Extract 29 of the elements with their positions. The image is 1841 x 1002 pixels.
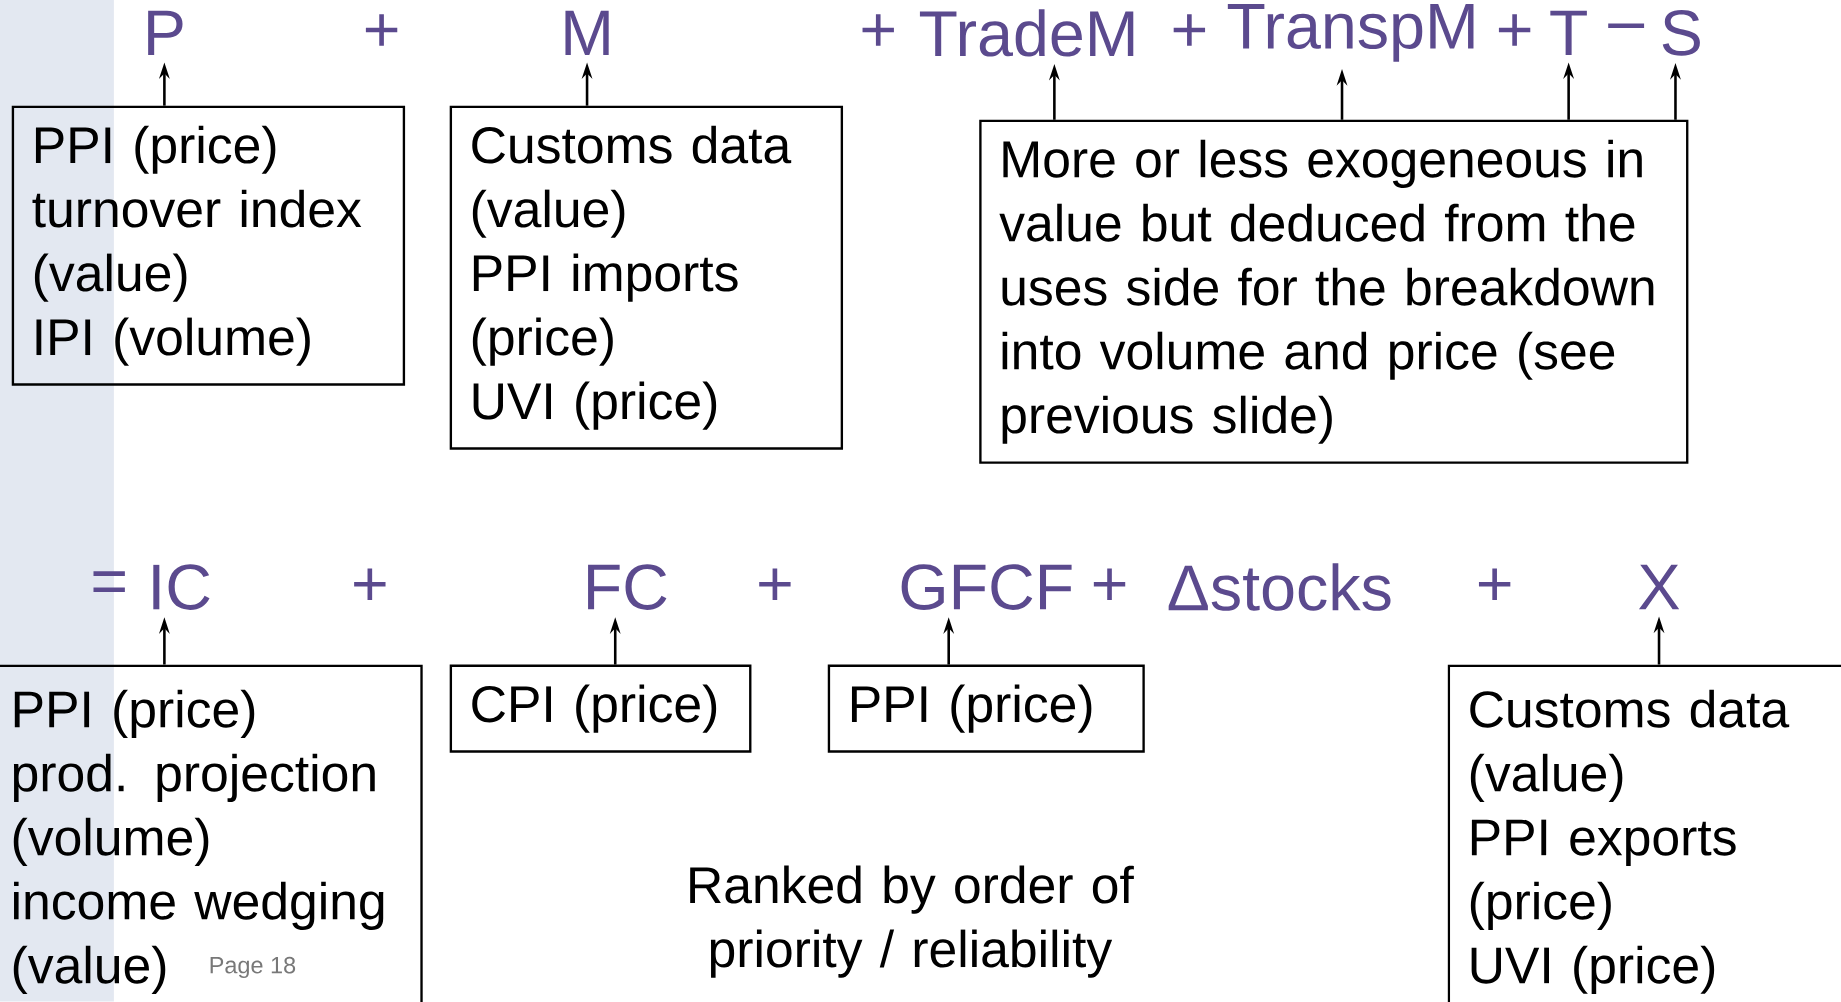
formula-term: TradeM	[919, 9, 1134, 57]
formula-term: Δstocks	[1168, 563, 1391, 611]
operator-sign: +	[759, 568, 791, 600]
formula-term: TranspM	[1227, 3, 1474, 62]
operator-sign: +	[1478, 568, 1511, 600]
operator-sign: +	[862, 14, 894, 46]
formula-term: T	[1550, 10, 1587, 56]
operator-sign: +	[1093, 568, 1126, 600]
formula-term: M	[565, 10, 609, 56]
formula-term: X	[1638, 564, 1680, 610]
operator-sign: +	[1173, 14, 1206, 46]
text-box: PPI (price)	[827, 664, 1145, 753]
text-box: Customs data (value) PPI imports (price) UVI (price)	[449, 105, 844, 450]
formula-term: S	[1662, 10, 1700, 56]
operator-sign: +	[354, 568, 386, 600]
text-box: CPI (price)	[449, 664, 752, 753]
operator-sign: =	[93, 571, 125, 593]
operator-sign: +	[1498, 14, 1531, 46]
page-number: Page 18	[210, 956, 296, 979]
text-box: More or less exogeneous in value but deduced from the uses side for the breakdown into volume and price (see previous slide)	[979, 119, 1689, 464]
text-box: Customs data (value) PPI exports (price) UVI (price)	[1447, 664, 1841, 1002]
operator-sign: +	[365, 14, 398, 46]
operator-sign: –	[1608, 23, 1645, 28]
formula-term: P	[148, 10, 183, 56]
formula-term: FC	[588, 564, 667, 610]
note: Ranked by order of priority / reliability	[690, 865, 1134, 978]
formula-term: GFCF	[901, 564, 1072, 610]
formula-term: IC	[153, 564, 210, 610]
text-box: PPI (price) turnover index (value) IPI (volume)	[11, 105, 406, 386]
